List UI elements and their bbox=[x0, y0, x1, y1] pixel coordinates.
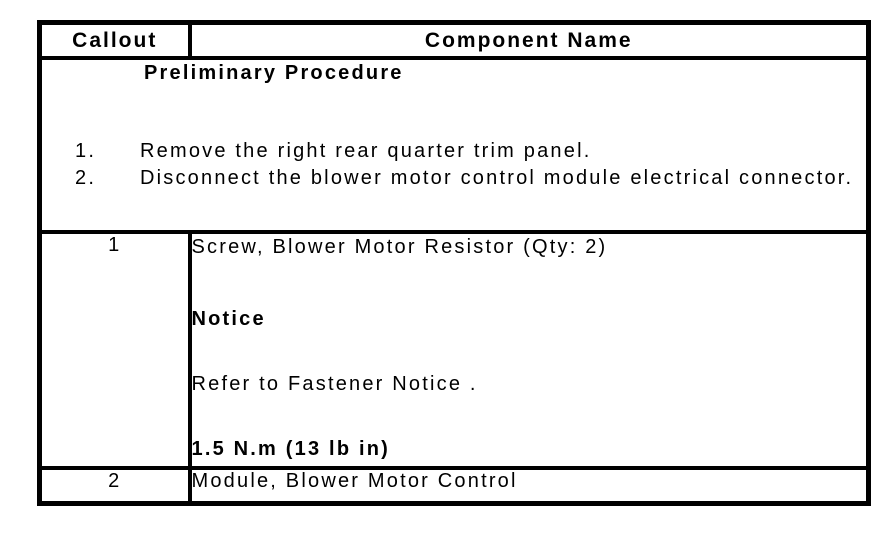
step-1-text: Remove the right rear quarter trim panel… bbox=[140, 140, 592, 162]
step-2-number: 2. bbox=[75, 167, 97, 189]
torque-spec: 1.5 N.m (13 lb in) bbox=[191, 438, 391, 460]
header-component-name: Component Name bbox=[187, 20, 871, 60]
header-callout: Callout bbox=[37, 20, 192, 60]
component-row-2: 2 Module, Blower Motor Control bbox=[37, 466, 871, 506]
preliminary-step-2: 2. Disconnect the blower motor control m… bbox=[75, 165, 866, 192]
component-2-name: Module, Blower Motor Control bbox=[187, 466, 871, 506]
step-2-text: Disconnect the blower motor control modu… bbox=[140, 167, 854, 189]
component-1-cell: Screw, Blower Motor Resistor (Qty: 2) No… bbox=[187, 230, 871, 470]
step-1-number: 1. bbox=[75, 140, 97, 162]
component-1-name: Screw, Blower Motor Resistor (Qty: 2) bbox=[191, 236, 608, 258]
table-header-row: Callout Component Name bbox=[37, 20, 871, 60]
notice-heading: Notice bbox=[191, 308, 266, 330]
preliminary-procedure-row: Preliminary Procedure 1. Remove the righ… bbox=[37, 56, 871, 234]
fastener-notice-reference: Refer to Fastener Notice . bbox=[191, 373, 478, 395]
component-row-1: 1 Screw, Blower Motor Resistor (Qty: 2) … bbox=[37, 230, 871, 470]
preliminary-step-1: 1. Remove the right rear quarter trim pa… bbox=[75, 138, 866, 165]
preliminary-procedure-cell: Preliminary Procedure 1. Remove the righ… bbox=[37, 56, 871, 234]
preliminary-procedure-title: Preliminary Procedure bbox=[144, 62, 404, 84]
callout-1-cell: 1 bbox=[37, 230, 192, 470]
callout-2-cell: 2 bbox=[37, 466, 192, 506]
callout-component-table: Callout Component Name Preliminary Proce… bbox=[37, 20, 871, 506]
